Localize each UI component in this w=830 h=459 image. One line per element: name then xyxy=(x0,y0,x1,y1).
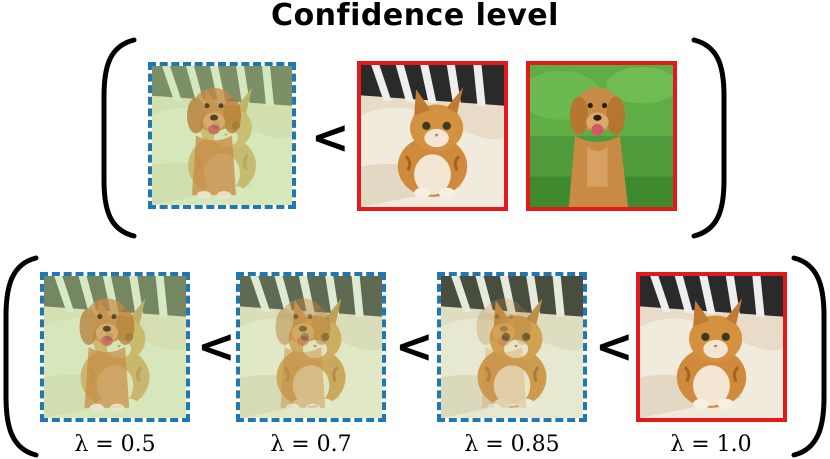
bottom-left-bracket xyxy=(3,255,39,458)
bottom-right-bracket xyxy=(791,255,827,458)
mixup-image-lambda-0-7 xyxy=(236,272,386,422)
top-cat-image xyxy=(357,61,508,211)
less-than-symbol-2: < xyxy=(395,319,434,373)
top-mixup-image xyxy=(148,62,296,209)
lambda-label-0-85: λ = 0.85 xyxy=(464,432,560,457)
less-than-symbol-3: < xyxy=(595,319,634,373)
top-right-bracket xyxy=(691,37,727,239)
lambda-label-0-5: λ = 0.5 xyxy=(74,432,156,457)
top-dog-image xyxy=(526,61,677,211)
mixup-image-lambda-0-85 xyxy=(437,272,587,422)
less-than-symbol-1: < xyxy=(197,319,236,373)
lambda-label-1-0: λ = 1.0 xyxy=(670,432,752,457)
lambda-label-0-7: λ = 0.7 xyxy=(270,432,352,457)
mixup-image-lambda-0-5 xyxy=(40,272,190,422)
top-left-bracket xyxy=(101,37,137,239)
diagram-title: Confidence level xyxy=(271,0,559,33)
less-than-symbol-top: < xyxy=(311,110,350,164)
cat-image-lambda-1-0 xyxy=(636,272,787,422)
